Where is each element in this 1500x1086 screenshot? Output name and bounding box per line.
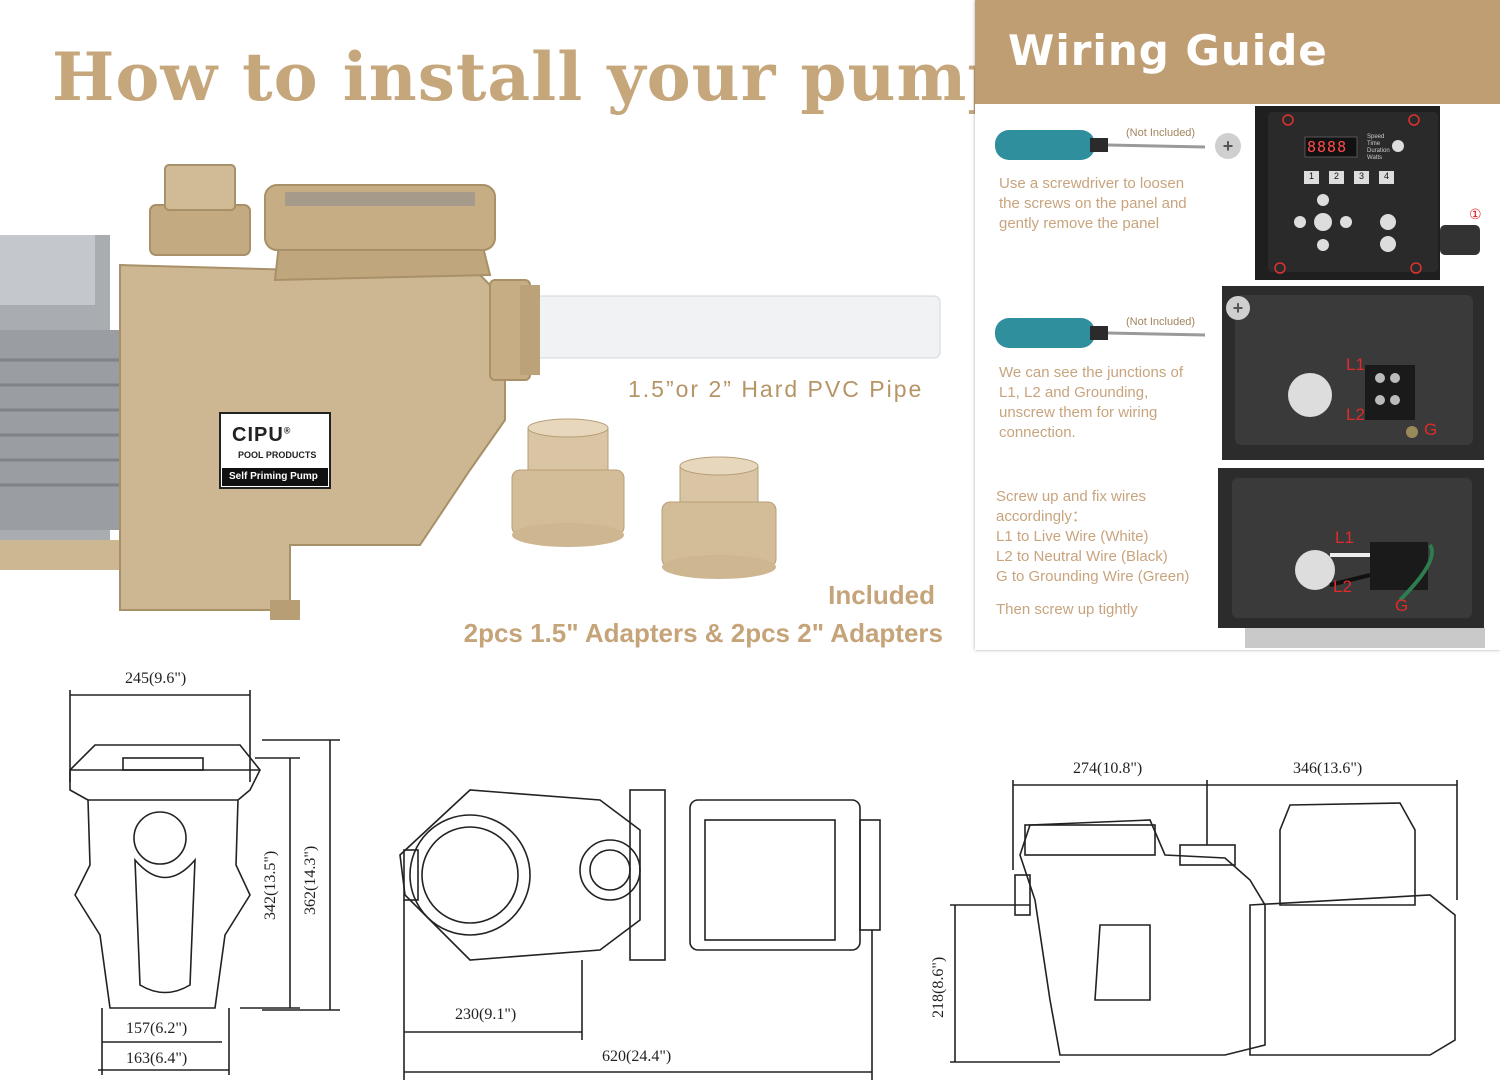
pipe-label: 1.5”or 2” Hard PVC Pipe [628,376,924,402]
pump-photo [0,164,941,620]
label-l1-box1: L1 [1346,355,1365,374]
panel-key: 3 [1354,171,1369,184]
brand-name: CIPU® [232,424,292,446]
not-included-note-1: (Not Included) [1126,127,1196,139]
dim-front-width: 245(9.6") [125,670,187,687]
wiring-guide-header [975,0,1500,104]
svg-text:+: + [1223,136,1234,156]
not-included-note-2: (Not Included) [1126,316,1196,328]
screwdriver-icon: + [995,130,1241,160]
label-g-box2: G [1395,596,1409,615]
wiring-guide-title: Wiring Guide [1008,26,1328,75]
dim-front-base-1: 157(6.2") [126,1020,188,1037]
dim-top-offset: 230(9.1") [455,1006,517,1023]
panel-number-keys: 1 2 3 4 [1304,171,1404,184]
panel-key: 4 [1379,171,1394,184]
wiring-step-3-end: Then screw up tightly [996,601,1138,618]
dim-front-base-2: 163(6.4") [126,1050,188,1067]
dim-front-height-1: 342(13.5") [262,850,279,920]
dim-side-height: 218(8.6") [930,956,947,1018]
panel-display: 8888 [1307,138,1348,156]
panel-marker: ① [1469,206,1482,222]
dim-front-height-2: 362(14.3") [302,845,319,915]
svg-text:+: + [1233,298,1244,318]
panel-key: 2 [1329,171,1344,184]
label-l2-box1: L2 [1346,405,1365,424]
included-adapters: 2pcs 1.5" Adapters & 2pcs 2" Adapters [463,618,943,648]
screwdriver-icon-2 [995,318,1206,348]
dim-top-length: 620(24.4") [602,1048,672,1065]
panel-key: 1 [1304,171,1319,184]
label-l2-box2: L2 [1333,577,1352,596]
page-title: How to install your pump [52,38,1015,116]
brand-tagline: Self Priming Pump [229,471,318,482]
wiring-illustrations: + + [995,106,1485,648]
brand-subtitle: POOL PRODUCTS [238,450,317,460]
dim-side-width-1: 274(10.8") [1073,760,1143,777]
adapter-right [661,456,777,579]
adapter-left [511,418,625,547]
dim-side-width-2: 346(13.6") [1293,760,1363,777]
included-heading: Included [828,580,935,610]
label-g-box1: G [1424,420,1438,439]
label-l1-box2: L1 [1335,528,1354,547]
